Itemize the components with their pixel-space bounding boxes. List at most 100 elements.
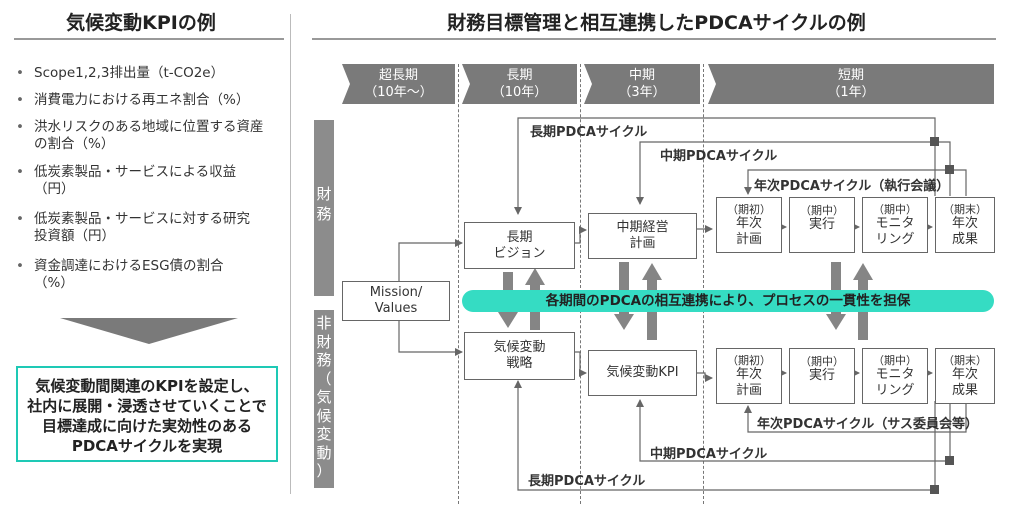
side-char: 変 bbox=[316, 425, 332, 443]
box-line: 気候変動 bbox=[493, 340, 546, 355]
box-line: 計画 bbox=[629, 236, 656, 251]
step-tag: （期中） bbox=[800, 355, 844, 368]
box-line: 計画 bbox=[735, 382, 762, 398]
side-char: 動 bbox=[316, 443, 332, 462]
box-line: リング bbox=[875, 231, 915, 247]
box-line: Values bbox=[374, 301, 418, 316]
step-tag: （期初） bbox=[727, 353, 771, 367]
annual-plan-box-bottom: （期初） 年次 計画 bbox=[716, 348, 782, 404]
bullet-dot: • bbox=[16, 258, 24, 274]
bullet-line: 低炭素製品・サービスに対する研究 bbox=[34, 211, 250, 227]
box-line: Mission/ bbox=[369, 285, 423, 300]
period-mid: 中期 （3年） bbox=[584, 64, 700, 104]
box-line: 実行 bbox=[808, 217, 835, 232]
long-pdca-label-bottom: 長期PDCAサイクル bbox=[528, 474, 646, 489]
callout-box: 気候変動間関連のKPIを設定し、 社内に展開・浸透させていくことで 目標達成に向… bbox=[16, 366, 278, 462]
bullet-line: 洪水リスクのある地域に位置する資産 bbox=[34, 119, 264, 135]
long-vision-box: 長期 ビジョン bbox=[464, 222, 575, 269]
period-divider bbox=[580, 64, 581, 504]
bullet-line: 資金調達におけるESG債の割合 bbox=[34, 258, 224, 274]
step-tag: （期中） bbox=[873, 353, 917, 367]
period-label: 長期 bbox=[506, 68, 533, 83]
box-line: モニタ bbox=[875, 215, 915, 231]
side-char: 非 bbox=[316, 314, 332, 332]
box-line: 成果 bbox=[951, 231, 978, 247]
long-pdca-label-top: 長期PDCAサイクル bbox=[530, 125, 648, 140]
period-label: 超長期 bbox=[378, 68, 418, 83]
left-title: 気候変動KPIの例 bbox=[66, 12, 216, 34]
monitoring-box-bottom: （期中） モニタ リング bbox=[862, 348, 928, 404]
box-line: 中期経営 bbox=[616, 220, 669, 235]
climate-kpi-box: 気候変動KPI bbox=[588, 350, 697, 396]
box-line: ビジョン bbox=[493, 245, 546, 261]
climate-strategy-box: 気候変動 戦略 bbox=[464, 332, 575, 380]
box-line: 実行 bbox=[808, 368, 835, 383]
box-line: モニタ bbox=[875, 366, 915, 382]
period-sub: （1年） bbox=[827, 85, 875, 100]
period-super-long: 超長期 （10年～） bbox=[342, 64, 455, 104]
left-title-divider bbox=[14, 38, 284, 40]
box-line: 戦略 bbox=[506, 356, 533, 371]
annual-pdca-label-bottom: 年次PDCAサイクル（サス委員会等） bbox=[757, 417, 979, 432]
kpi-bullet-2: • 消費電力における再エネ割合（%） bbox=[16, 92, 276, 109]
box-line: 成果 bbox=[951, 382, 978, 398]
box-line: 計画 bbox=[735, 231, 762, 247]
side-char: ） bbox=[316, 462, 332, 480]
box-line: 気候変動KPI bbox=[606, 365, 679, 380]
bullet-dot: • bbox=[16, 211, 24, 227]
period-label: 短期 bbox=[837, 68, 864, 83]
bullet-line: 消費電力における再エネ割合（%） bbox=[34, 92, 250, 108]
panel-separator bbox=[290, 14, 291, 494]
period-sub: （10年～） bbox=[364, 85, 433, 100]
annual-pdca-label-top: 年次PDCAサイクル（執行会議） bbox=[754, 179, 950, 194]
period-label: 中期 bbox=[628, 68, 655, 83]
side-char: 財 bbox=[316, 185, 332, 203]
kpi-bullet-4: •低炭素製品・サービスによる収益（円） bbox=[16, 164, 276, 198]
period-sub: （3年） bbox=[618, 85, 666, 100]
period-long: 長期 （10年） bbox=[462, 64, 577, 104]
period-sub: （10年） bbox=[491, 85, 548, 100]
bullet-line: 投資額（円） bbox=[34, 228, 115, 244]
callout-line: 目標達成に向けた実効性のある bbox=[41, 417, 252, 435]
bullet-line: の割合（%） bbox=[34, 136, 115, 152]
side-label-nonfinance: 非 財 務 （ 気 候 変 動 ） bbox=[314, 310, 334, 488]
callout-line: PDCAサイクルを実現 bbox=[71, 437, 223, 455]
monitoring-box-top: （期中） モニタ リング bbox=[862, 197, 928, 253]
bullet-dot: • bbox=[16, 65, 24, 81]
callout-line: 気候変動間関連のKPIを設定し、 bbox=[35, 377, 259, 395]
period-divider bbox=[703, 64, 704, 504]
bullet-line: （円） bbox=[34, 181, 75, 197]
box-line: 年次 bbox=[951, 215, 978, 231]
bullet-line: 低炭素製品・サービスによる収益 bbox=[34, 164, 237, 180]
execution-box-top: （期中） 実行 bbox=[789, 197, 855, 253]
down-chevron-arrow bbox=[60, 318, 238, 344]
right-title: 財務目標管理と相互連携したPDCAサイクルの例 bbox=[447, 12, 866, 34]
step-tag: （期中） bbox=[873, 202, 917, 216]
period-divider bbox=[458, 64, 459, 504]
side-char: 候 bbox=[316, 406, 332, 425]
side-char: （ bbox=[316, 369, 332, 388]
execution-box-bottom: （期中） 実行 bbox=[789, 348, 855, 404]
annual-result-box-bottom: （期末） 年次 成果 bbox=[935, 348, 995, 404]
kpi-bullet-5: • 低炭素製品・サービスに対する研究投資額（円） bbox=[16, 211, 276, 245]
side-char: 財 bbox=[316, 332, 332, 351]
right-title-divider bbox=[312, 38, 996, 40]
side-char: 気 bbox=[316, 388, 332, 406]
mid-pdca-label-bottom: 中期PDCAサイクル bbox=[650, 447, 768, 462]
kpi-bullet-6: • 資金調達におけるESG債の割合（%） bbox=[16, 258, 276, 292]
box-line: 年次 bbox=[951, 366, 978, 382]
annual-plan-box-top: （期初） 年次 計画 bbox=[716, 197, 782, 253]
mid-pdca-label-top: 中期PDCAサイクル bbox=[660, 149, 778, 164]
callout-line: 社内に展開・浸透させていくことで bbox=[27, 397, 267, 415]
step-tag: （期末） bbox=[943, 353, 987, 367]
bullet-line: （%） bbox=[34, 275, 74, 291]
side-label-finance: 財 務 bbox=[314, 120, 334, 296]
side-char: 務 bbox=[316, 205, 332, 223]
box-line: 年次 bbox=[735, 366, 762, 382]
mid-plan-box: 中期経営 計画 bbox=[588, 213, 697, 259]
bullet-dot: • bbox=[16, 92, 24, 108]
annual-result-box-top: （期末） 年次 成果 bbox=[935, 197, 995, 253]
kpi-bullet-3: •洪水リスクのある地域に位置する資産の割合（%） bbox=[16, 119, 276, 153]
side-char: 務 bbox=[316, 351, 332, 369]
